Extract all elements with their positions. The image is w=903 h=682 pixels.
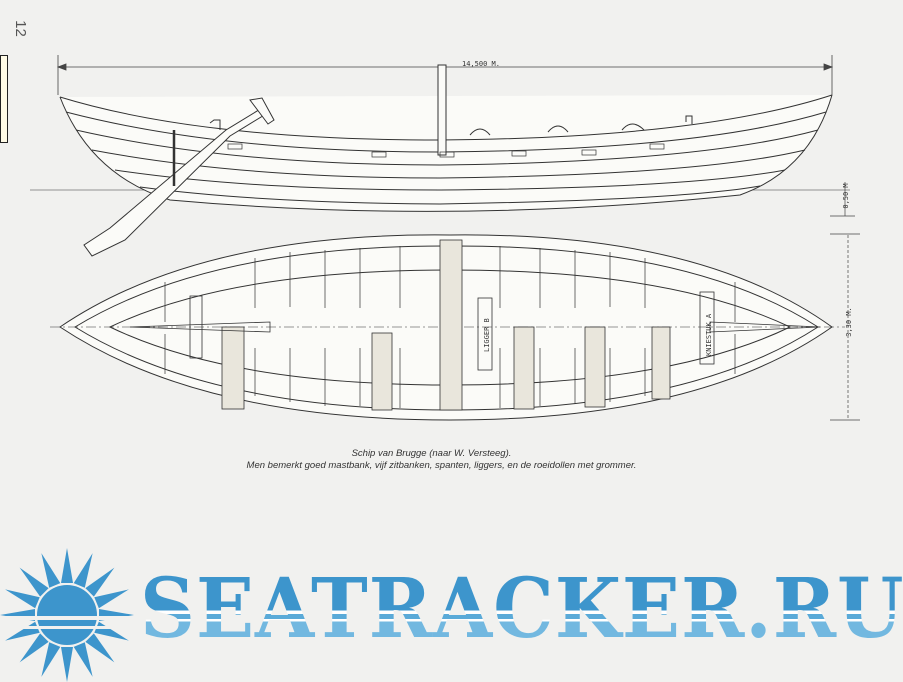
draft-label: 0,50 M: [842, 183, 850, 208]
sun-logo-icon: [0, 548, 135, 682]
watermark: SEATRACKER.RU: [140, 561, 903, 657]
side-tab: [0, 55, 8, 143]
part-label-ligger: LIGGER B: [483, 318, 491, 352]
part-label-kniestuk: KNIESTUK A: [705, 313, 713, 356]
side-view: [30, 64, 850, 257]
caption-title: Schip van Brugge (naar W. Versteeg).: [351, 448, 512, 459]
length-label: 14,500 M.: [462, 60, 500, 68]
caption-description: Men bemerkt goed mastbank, vijf zitbanke…: [246, 460, 637, 471]
beam-label: 3,30 M.: [845, 307, 853, 337]
plan-view: [50, 234, 845, 421]
beam-dimension: [830, 233, 860, 421]
draft-dimension: [830, 182, 855, 217]
